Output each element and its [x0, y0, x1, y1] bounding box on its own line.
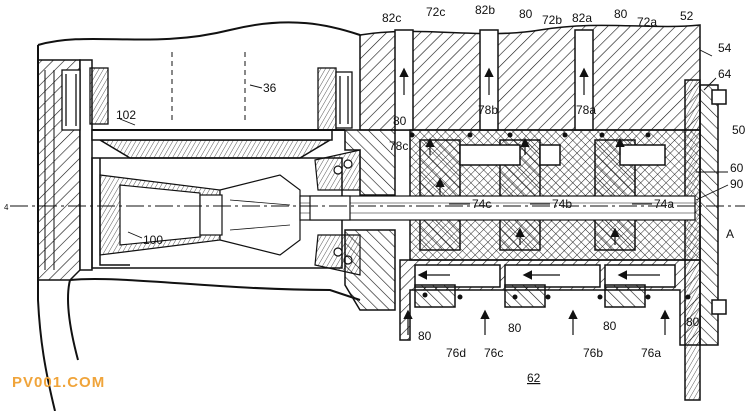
label-76c: 76c — [484, 346, 503, 360]
label-74a: 74a — [654, 197, 674, 211]
label-80-mid: 80 — [393, 114, 407, 128]
bolt-left — [61, 67, 109, 131]
label-82b: 82b — [475, 3, 495, 17]
lower-passages — [399, 259, 701, 346]
watermark: PV001.COM — [12, 374, 106, 391]
bolt-right — [317, 67, 353, 131]
label-74c: 74c — [472, 197, 491, 211]
bull-gear — [91, 129, 345, 266]
main-body — [359, 24, 701, 131]
label-54: 54 — [718, 41, 732, 55]
label-80-bot-b: 80 — [508, 321, 522, 335]
label-72c: 72c — [426, 5, 445, 19]
label-A: A — [726, 227, 734, 241]
label-80-bot-c: 80 — [603, 319, 617, 333]
label-36: 36 — [263, 81, 277, 95]
label-72a: 72a — [637, 15, 657, 29]
label-80-bot-d: 80 — [686, 315, 700, 329]
pinion-gear — [99, 174, 301, 256]
dashed-lines — [171, 52, 246, 120]
shaft — [299, 195, 696, 221]
label-82a: 82a — [572, 11, 592, 25]
label-72b: 72b — [542, 13, 562, 27]
label-80-bot-a: 80 — [418, 329, 432, 343]
label-100: 100 — [143, 233, 163, 247]
housing-outline — [37, 21, 361, 411]
label-76d: 76d — [446, 346, 466, 360]
o-rings — [409, 132, 691, 300]
bearing-upper — [314, 149, 361, 191]
label-82c: 82c — [382, 11, 401, 25]
label-50: 50 — [732, 123, 746, 137]
label-76b: 76b — [583, 346, 603, 360]
label-90: 90 — [730, 177, 744, 191]
stage-block — [409, 129, 701, 261]
leader-lines — [119, 49, 729, 239]
label-78a: 78a — [576, 103, 596, 117]
flow-arrows — [399, 67, 670, 335]
label-60: 60 — [730, 161, 744, 175]
label-62: 62 — [527, 371, 541, 385]
label-78b: 78b — [478, 103, 498, 117]
label-78c: 78c — [389, 139, 408, 153]
label-76a: 76a — [641, 346, 661, 360]
reference-labels: 82c 72c 82b 80 72b 82a 80 72a 52 54 64 3… — [4, 3, 746, 385]
label-52: 52 — [680, 9, 694, 23]
label-4: 4 — [4, 203, 9, 212]
seal-housing — [344, 129, 396, 311]
label-102: 102 — [116, 108, 136, 122]
label-80-top-b: 80 — [614, 7, 628, 21]
label-64: 64 — [718, 67, 732, 81]
label-80-top-a: 80 — [519, 7, 533, 21]
label-74b: 74b — [552, 197, 572, 211]
